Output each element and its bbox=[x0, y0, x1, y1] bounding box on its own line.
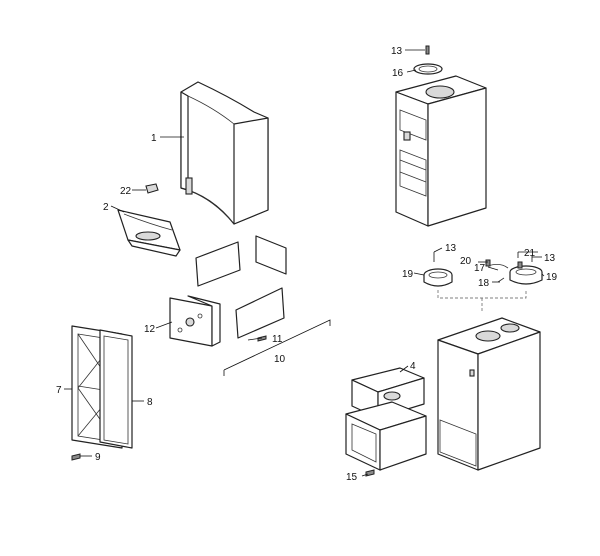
callout-11: 11 bbox=[272, 334, 283, 345]
callout-21: 21 bbox=[524, 248, 536, 259]
part-8-gasket bbox=[99, 329, 133, 449]
callout-2: 2 bbox=[103, 202, 109, 213]
part-16-ring bbox=[413, 63, 443, 75]
insulation-pads bbox=[195, 235, 287, 339]
part-13-screw-top bbox=[425, 45, 430, 55]
callout-19-right: 19 bbox=[546, 272, 558, 283]
upper-cabinet bbox=[395, 75, 487, 227]
leader-lines bbox=[64, 49, 545, 477]
parts-17-20-21-fittings bbox=[485, 259, 523, 283]
callout-12: 12 bbox=[144, 324, 156, 335]
callout-4: 4 bbox=[410, 361, 416, 372]
part-22-bracket bbox=[145, 183, 159, 194]
callout-13-left: 13 bbox=[445, 243, 457, 254]
part-12-burner-plate bbox=[169, 295, 221, 347]
callout-20: 20 bbox=[460, 256, 472, 267]
part-11-screw bbox=[257, 335, 267, 342]
callout-8: 8 bbox=[147, 397, 153, 408]
callout-1: 1 bbox=[151, 133, 157, 144]
part-19-collar-right bbox=[509, 265, 543, 285]
part-4-blower-assembly bbox=[345, 367, 427, 471]
callout-19-left: 19 bbox=[402, 269, 414, 280]
callout-13-top: 13 bbox=[391, 46, 403, 57]
callout-labels: 1 2 4 7 8 9 10 11 12 13 13 13 15 16 17 1… bbox=[56, 46, 558, 483]
part-2-door bbox=[117, 209, 181, 257]
part-10-rail bbox=[223, 319, 331, 376]
callout-17: 17 bbox=[474, 263, 486, 274]
callout-18: 18 bbox=[478, 278, 490, 289]
lower-cabinet bbox=[437, 317, 541, 471]
part-1-front-panel bbox=[180, 81, 269, 225]
callout-13-right: 13 bbox=[544, 253, 556, 264]
callout-7: 7 bbox=[56, 385, 62, 396]
callout-22: 22 bbox=[120, 186, 132, 197]
callout-15: 15 bbox=[346, 472, 358, 483]
callout-10: 10 bbox=[274, 354, 286, 365]
callout-9: 9 bbox=[95, 452, 101, 463]
part-19-collar-left bbox=[423, 268, 453, 287]
collar-alignment-lines bbox=[433, 252, 533, 312]
part-15-screw bbox=[365, 469, 375, 477]
callout-16: 16 bbox=[392, 68, 404, 79]
part-9-screw bbox=[71, 453, 81, 461]
